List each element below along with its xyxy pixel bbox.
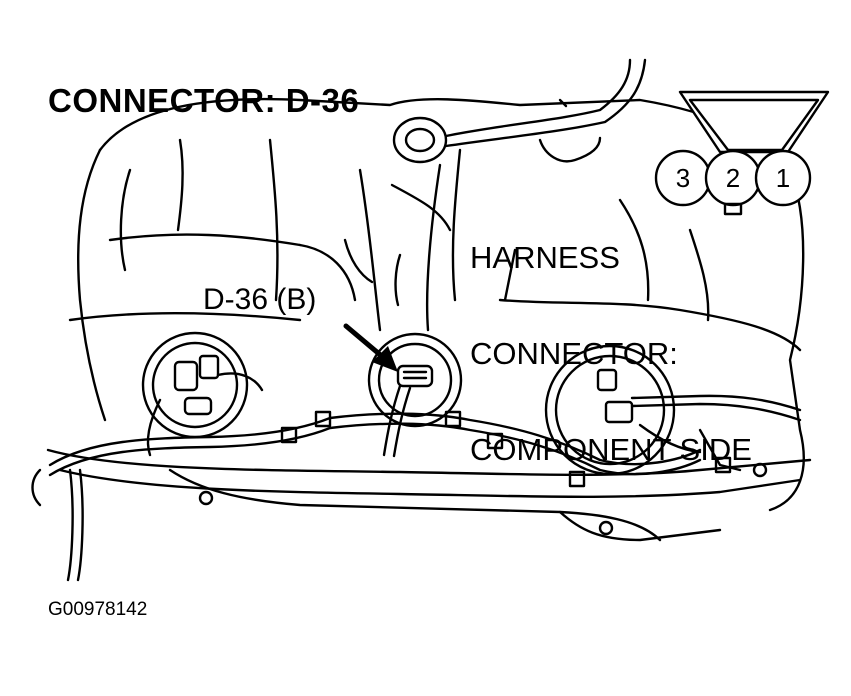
wiring-harness: [48, 410, 732, 582]
tank-center-sump: [358, 163, 442, 332]
connector-pin-2-label: 2: [725, 163, 741, 193]
page-title: CONNECTOR: D-36: [48, 82, 360, 119]
tank-flange: [31, 448, 812, 542]
left-sender-unit: [141, 331, 264, 457]
harness-connector-label: HARNESS CONNECTOR: COMPONENT SIDE: [470, 178, 752, 498]
connector-callout-label: D-36 (B): [203, 283, 317, 316]
right-pump-module: [544, 344, 802, 476]
connector-pin-1-label: 1: [775, 163, 791, 193]
figure-code: G00978142: [48, 599, 148, 620]
harness-label-line-3: COMPONENT SIDE: [470, 432, 752, 467]
connector-face-diagram: [654, 90, 830, 216]
center-sender-unit: [367, 332, 463, 458]
harness-label-line-1: HARNESS: [470, 240, 620, 275]
harness-label-line-2: CONNECTOR:: [470, 336, 678, 371]
connector-pin-3-label: 3: [675, 163, 691, 193]
callout-arrow: [343, 323, 398, 372]
filler-neck: [392, 58, 647, 164]
